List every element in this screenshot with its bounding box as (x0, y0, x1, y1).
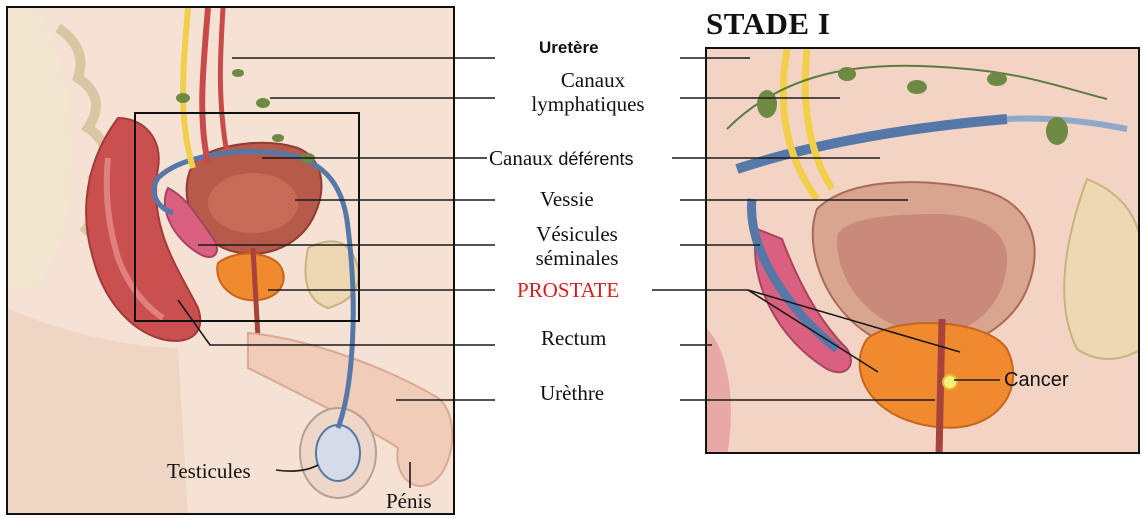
testicle (316, 425, 360, 481)
label-vesicules-line1: Vésicules (522, 222, 632, 246)
label-canaux-lymphatiques-line2: lymphatiques (518, 92, 658, 116)
label-canaux-lymphatiques-line1: Canaux (528, 68, 658, 92)
label-canaux-deferents-word2: déférents (558, 149, 633, 169)
stage-title: STADE I (706, 6, 830, 42)
urethra (939, 319, 942, 454)
label-testicules: Testicules (167, 459, 251, 483)
label-rectum: Rectum (541, 326, 606, 350)
label-canaux-lymphatiques: Canaux lymphatiques (528, 68, 658, 116)
label-canaux-deferents-word1: Canaux (489, 146, 553, 170)
label-prostate: PROSTATE (517, 278, 619, 302)
label-cancer: Cancer (1004, 368, 1068, 392)
label-vesicules-seminales: Vésicules séminales (522, 222, 632, 270)
anatomy-full-view (6, 6, 455, 515)
anatomy-illustration (8, 8, 455, 515)
zoomed-illustration (707, 49, 1140, 454)
lymph-node (176, 93, 190, 103)
label-uretere: Uretère (539, 36, 599, 60)
label-urethre: Urèthre (540, 381, 604, 405)
lymph-node (757, 90, 777, 118)
label-vessie: Vessie (540, 187, 594, 211)
label-canaux-deferents: Canaux déférents (489, 146, 633, 171)
tumor-spot (943, 375, 957, 389)
stage-one-zoom-view (705, 47, 1140, 454)
label-vesicules-line2: séminales (522, 246, 632, 270)
label-penis: Pénis (386, 489, 432, 513)
